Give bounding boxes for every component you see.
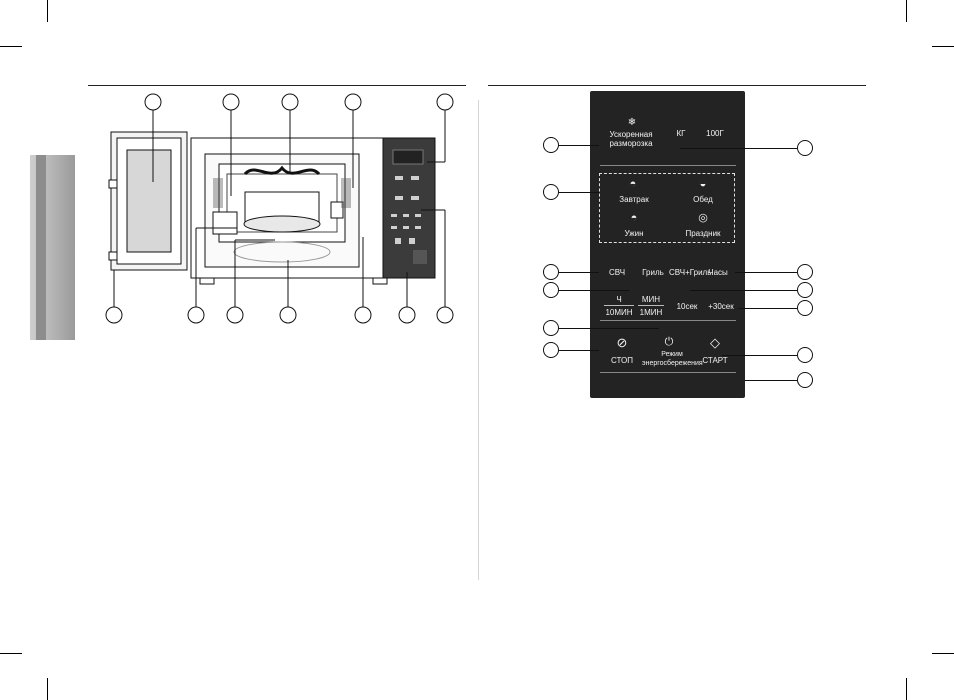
- eco-mode-icon: ⏻: [661, 338, 677, 347]
- defrost-label: Ускоренная разморозка: [605, 130, 657, 148]
- callout-leader: [559, 192, 599, 193]
- side-tab: [30, 155, 75, 340]
- defrost-button[interactable]: Ускоренная разморозка: [605, 130, 657, 148]
- holiday-dish-icon: ◎: [692, 214, 714, 223]
- 10sec-button[interactable]: 10сек: [673, 302, 701, 311]
- callout-leader: [680, 148, 797, 149]
- kg-button[interactable]: КГ: [672, 129, 690, 138]
- crop-mark: [47, 678, 48, 700]
- crop-mark: [0, 46, 22, 47]
- breakfast-plate-icon: ◓: [622, 180, 644, 189]
- callout-marker: [797, 372, 813, 388]
- eco-label: Режим энергосбережения: [642, 350, 702, 368]
- crop-mark: [906, 0, 907, 22]
- lunch-button[interactable]: Обед: [686, 195, 720, 204]
- crop-mark: [47, 0, 48, 22]
- start-icon: ◇: [707, 338, 723, 347]
- callout-marker: [797, 264, 813, 280]
- callout-marker: [543, 137, 559, 153]
- callout-leader: [559, 272, 599, 273]
- callout-leader: [745, 380, 797, 381]
- section-rule-right: [488, 85, 866, 86]
- 1min-button[interactable]: 1МИН: [638, 308, 664, 317]
- crop-mark: [932, 653, 954, 654]
- stop-button[interactable]: СТОП: [609, 356, 635, 365]
- crop-mark: [932, 46, 954, 47]
- section-rule-left: [88, 85, 466, 86]
- 100g-button[interactable]: 100Г: [703, 129, 727, 138]
- holiday-button[interactable]: Праздник: [682, 229, 724, 238]
- callout-leader: [738, 308, 797, 309]
- combi-button[interactable]: СВЧ+Гриль: [669, 268, 703, 277]
- callout-marker: [797, 140, 813, 156]
- time-underline: [638, 305, 664, 306]
- callout-leader: [559, 328, 659, 329]
- callout-marker: [543, 282, 559, 298]
- callout-leader: [559, 145, 599, 146]
- microwave-illustration: [95, 92, 465, 327]
- callout-marker: [797, 300, 813, 316]
- dinner-button[interactable]: Ужин: [618, 229, 650, 238]
- callout-marker: [543, 264, 559, 280]
- callout-marker: [797, 347, 813, 363]
- 10min-button[interactable]: 10МИН: [604, 308, 634, 317]
- min-label: МИН: [640, 295, 662, 304]
- soup-pot-icon: ◒: [692, 180, 714, 189]
- panel-divider: [600, 372, 736, 373]
- panel-divider: [600, 165, 736, 166]
- stop-icon: ⊘: [614, 338, 630, 347]
- callout-marker: [543, 320, 559, 336]
- plus30-button[interactable]: +30сек: [705, 302, 737, 311]
- callout-leader: [735, 272, 797, 273]
- grill-button[interactable]: Гриль: [640, 268, 666, 277]
- callout-marker: [543, 342, 559, 358]
- eco-button[interactable]: Режим энергосбережения: [653, 350, 691, 368]
- hour-label: Ч: [611, 295, 627, 304]
- panel-divider: [600, 320, 736, 321]
- start-button[interactable]: СТАРТ: [700, 356, 730, 365]
- callout-marker: [543, 184, 559, 200]
- page-divider: [478, 100, 479, 580]
- breakfast-button[interactable]: Завтрак: [614, 195, 654, 204]
- snowflake-drops-icon: ❄: [622, 118, 642, 127]
- microwave-button[interactable]: СВЧ: [606, 268, 628, 277]
- callout-leader: [559, 350, 599, 351]
- dinner-plate-icon: ◓: [623, 214, 645, 223]
- callout-leader: [690, 290, 797, 291]
- crop-mark: [0, 653, 22, 654]
- crop-mark: [906, 678, 907, 700]
- callout-leader: [559, 290, 629, 291]
- callout-leader: [722, 355, 797, 356]
- time-underline: [604, 305, 634, 306]
- clock-button[interactable]: Часы: [707, 268, 729, 277]
- callout-marker: [797, 282, 813, 298]
